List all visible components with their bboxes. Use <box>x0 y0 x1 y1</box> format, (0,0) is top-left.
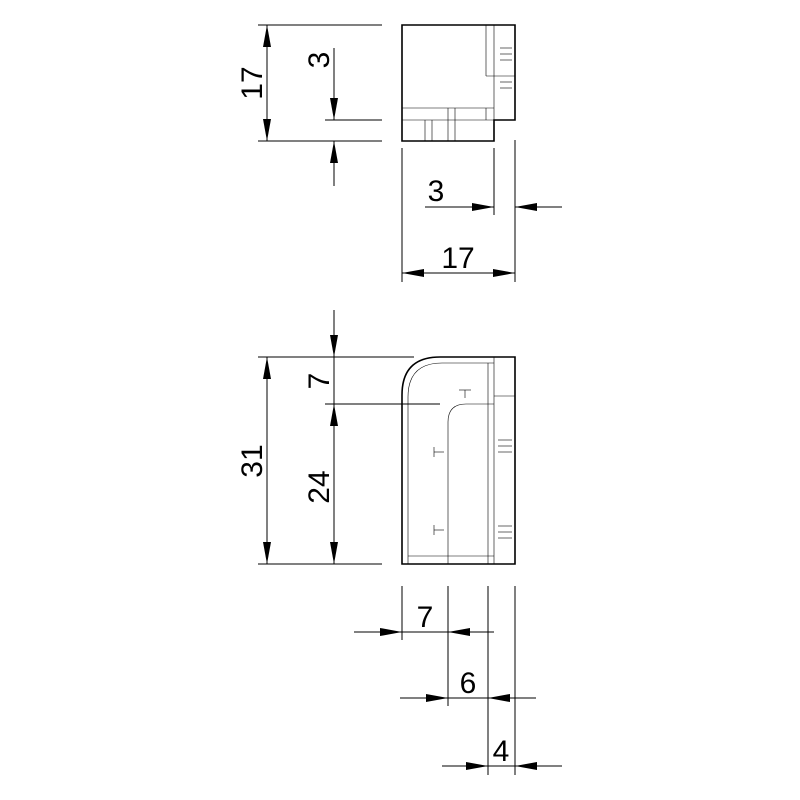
arrowhead <box>263 25 271 47</box>
dim-label-bottom-depth-c: 4 <box>493 735 510 768</box>
dim-label-top-lip: 3 <box>428 175 445 208</box>
arrowhead <box>402 269 424 277</box>
arrowhead <box>330 335 338 357</box>
top-view-outline <box>401 24 516 142</box>
arrowhead <box>263 357 271 379</box>
arrowhead <box>330 404 338 426</box>
t-marker <box>433 525 444 535</box>
dim-label-bottom-inner-height: 24 <box>303 470 336 503</box>
arrowhead <box>493 269 515 277</box>
dim-label-bottom-top: 7 <box>303 373 336 390</box>
arrowhead <box>488 694 510 702</box>
dim-label-top-offset: 3 <box>303 52 336 69</box>
dim-label-top-width: 17 <box>441 242 474 275</box>
arrowhead <box>263 542 271 564</box>
arrowhead <box>448 628 470 636</box>
arrowhead <box>330 98 338 120</box>
t-marker <box>459 389 471 398</box>
bottom-view-inner-outline <box>407 362 494 564</box>
arrowhead <box>330 141 338 163</box>
bottom-view: 31 7 24 7 6 4 <box>236 310 562 775</box>
dim-label-bottom-depth-a: 7 <box>417 601 434 634</box>
arrowhead <box>380 628 402 636</box>
arrowhead <box>472 203 494 211</box>
arrowhead <box>426 694 448 702</box>
top-view: 17 3 3 17 <box>236 24 562 282</box>
arrowhead <box>466 762 488 770</box>
arrowhead <box>263 119 271 141</box>
dim-label-top-height: 17 <box>236 66 269 99</box>
bottom-view-channel <box>447 403 494 564</box>
arrowhead <box>515 203 537 211</box>
bottom-view-outline <box>401 356 516 565</box>
arrowhead <box>330 542 338 564</box>
arrowhead <box>515 762 537 770</box>
dim-label-bottom-total-height: 31 <box>236 444 269 477</box>
t-marker <box>433 447 444 457</box>
dim-label-bottom-depth-b: 6 <box>460 667 477 700</box>
